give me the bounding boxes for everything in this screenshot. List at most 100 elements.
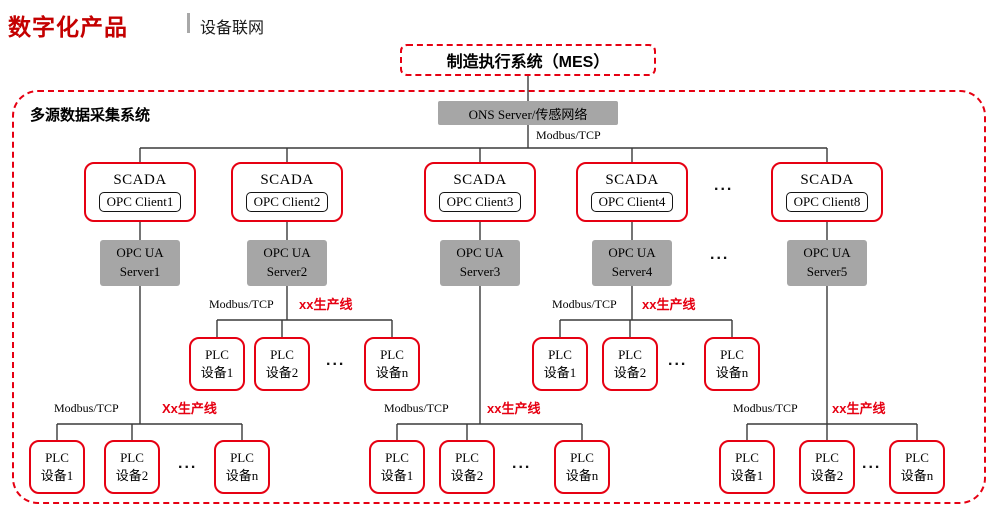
plc-device-box: PLC 设备1 [719,440,775,494]
plc-label-line1: PLC [45,450,69,466]
server-label-line2: Server2 [266,264,308,279]
server-label-line2: Server3 [459,264,501,279]
plc-label-line1: PLC [230,450,254,466]
ons-server-box: ONS Server/传感网络 [438,101,618,125]
plc-device-box: PLC 设备1 [29,440,85,494]
scada-title: SCADA [800,172,854,188]
production-line-label: xx生产线 [642,297,696,312]
opc-ua-server-box-1: OPC UA Server1 [100,240,180,286]
plc-label-line1: PLC [905,450,929,466]
plc-label-line2: 设备1 [200,365,234,380]
scada-box-1: SCADA OPC Client1 [84,162,196,222]
plc-label-line1: PLC [618,347,642,363]
protocol-label: Modbus/TCP [384,401,449,415]
scada-title: SCADA [113,172,167,188]
plc-device-box: PLC 设备n [364,337,420,391]
plc-ellipsis: ... [512,455,532,472]
plc-label-line2: 设备n [375,365,409,380]
scada-title: SCADA [260,172,314,188]
plc-device-box: PLC 设备n [704,337,760,391]
opc-client-box: OPC Client2 [245,192,329,212]
plc-device-box: PLC 设备2 [439,440,495,494]
production-line-label: xx生产线 [299,297,353,312]
plc-label-line2: 设备2 [115,468,149,483]
production-line-label: xx生产线 [832,401,886,416]
opc-ua-server-box-4: OPC UA Server4 [592,240,672,286]
scada-box-5: SCADA OPC Client8 [771,162,883,222]
plc-label-line1: PLC [735,450,759,466]
plc-label-line1: PLC [385,450,409,466]
protocol-label: Modbus/TCP [54,401,119,415]
server-label-line1: OPC UA [803,245,851,261]
opc-client-box: OPC Client1 [98,192,182,212]
server-label-line2: Server1 [119,264,161,279]
plc-device-box: PLC 设备1 [189,337,245,391]
server-label-line1: OPC UA [456,245,504,261]
plc-ellipsis: ... [862,455,882,472]
protocol-label: Modbus/TCP [552,297,617,311]
top-protocol-label: Modbus/TCP [536,128,601,142]
plc-label-line1: PLC [120,450,144,466]
plc-label-line2: 设备n [715,365,749,380]
plc-ellipsis: ... [178,455,198,472]
server-label-line1: OPC UA [116,245,164,261]
scada-title: SCADA [453,172,507,188]
scada-box-3: SCADA OPC Client3 [424,162,536,222]
plc-device-box: PLC 设备2 [602,337,658,391]
plc-label-line1: PLC [380,347,404,363]
production-line-label: xx生产线 [487,401,541,416]
plc-label-line1: PLC [205,347,229,363]
plc-label-line2: 设备n [565,468,599,483]
plc-device-box: PLC 设备n [889,440,945,494]
mes-label: 制造执行系统（MES） [446,54,610,71]
opc-client-box: OPC Client3 [438,192,522,212]
plc-label-line1: PLC [720,347,744,363]
system-label: 多源数据采集系统 [30,107,151,124]
plc-label-line1: PLC [455,450,479,466]
mes-box: 制造执行系统（MES） [400,44,656,76]
scada-title: SCADA [605,172,659,188]
plc-label-line2: 设备2 [450,468,484,483]
plc-label-line2: 设备2 [810,468,844,483]
opc-client-box: OPC Client8 [785,192,869,212]
plc-device-box: PLC 设备2 [254,337,310,391]
plc-label-line2: 设备1 [543,365,577,380]
opc-ua-server-box-3: OPC UA Server3 [440,240,520,286]
server-label-line1: OPC UA [608,245,656,261]
opc-ua-server-box-5: OPC UA Server5 [787,240,867,286]
scada-box-4: SCADA OPC Client4 [576,162,688,222]
plc-label-line2: 设备n [225,468,259,483]
plc-device-box: PLC 设备2 [799,440,855,494]
opc-ua-server-box-2: OPC UA Server2 [247,240,327,286]
server-label-line1: OPC UA [263,245,311,261]
production-line-label: Xx生产线 [162,401,217,416]
title-divider [187,13,190,33]
plc-label-line2: 设备1 [40,468,74,483]
plc-label-line2: 设备1 [730,468,764,483]
plc-ellipsis: ... [668,352,688,369]
server-label-line2: Server4 [611,264,653,279]
page-title: 数字化产品 [8,14,128,40]
plc-label-line2: 设备n [900,468,934,483]
plc-device-box: PLC 设备n [554,440,610,494]
plc-device-box: PLC 设备1 [532,337,588,391]
plc-label-line1: PLC [270,347,294,363]
plc-label-line2: 设备2 [265,365,299,380]
page-subtitle: 设备联网 [200,20,265,37]
plc-label-line1: PLC [548,347,572,363]
plc-label-line1: PLC [815,450,839,466]
plc-label-line2: 设备1 [380,468,414,483]
scada-box-2: SCADA OPC Client2 [231,162,343,222]
opc-client-box: OPC Client4 [590,192,674,212]
server-label-line2: Server5 [806,264,848,279]
server-ellipsis: ... [710,246,730,263]
plc-label-line2: 设备2 [613,365,647,380]
system-container [12,90,986,504]
scada-ellipsis: ... [714,177,734,194]
protocol-label: Modbus/TCP [733,401,798,415]
plc-ellipsis: ... [326,352,346,369]
plc-device-box: PLC 设备1 [369,440,425,494]
plc-device-box: PLC 设备2 [104,440,160,494]
protocol-label: Modbus/TCP [209,297,274,311]
